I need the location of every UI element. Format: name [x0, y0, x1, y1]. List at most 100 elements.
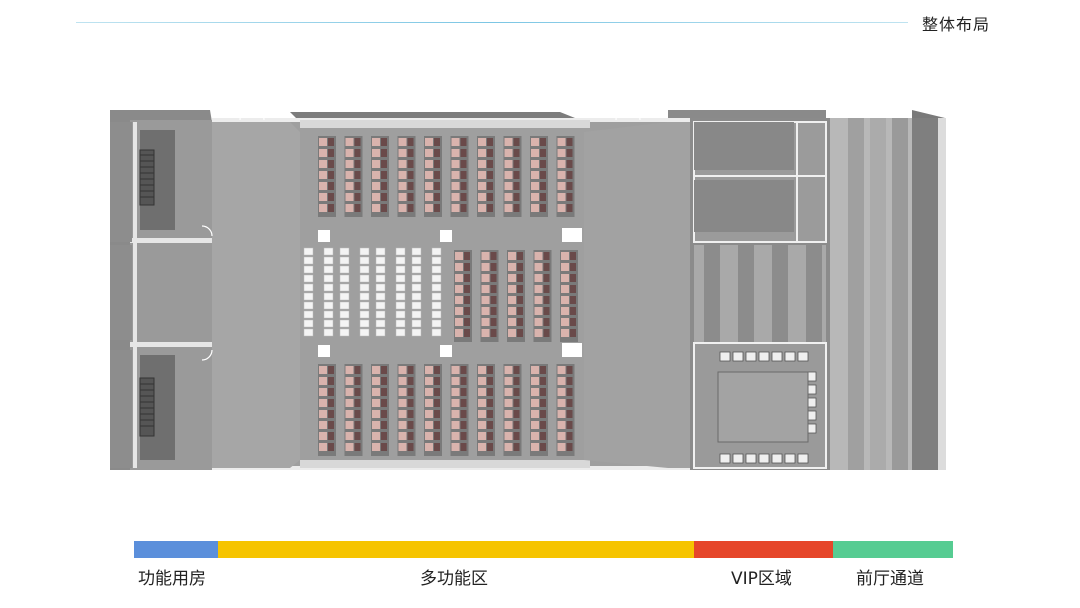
vip-chair [771, 351, 783, 362]
desk-row [371, 136, 389, 217]
lobby-corridor [830, 118, 946, 470]
multifunction-hall [201, 107, 690, 483]
desk-row [560, 250, 578, 342]
white-chair [411, 328, 422, 337]
white-chair [303, 328, 314, 337]
white-chair [375, 256, 386, 265]
desk-row [556, 136, 575, 217]
white-chair [339, 310, 350, 319]
white-chair [411, 283, 422, 292]
white-chair [323, 274, 334, 283]
white-chair [395, 256, 406, 265]
vip-chair [758, 351, 770, 362]
desk-row [480, 250, 499, 342]
vip-chair [771, 453, 783, 464]
stair-left-top [139, 149, 155, 206]
vip-chair [745, 351, 757, 362]
white-chair [431, 301, 442, 310]
white-chair [395, 247, 406, 256]
white-chair [339, 274, 350, 283]
desk-row [397, 364, 416, 456]
desk-row [424, 136, 442, 217]
white-chair [303, 283, 314, 292]
desk-row [318, 136, 336, 217]
white-chair [411, 274, 422, 283]
white-chair [411, 301, 422, 310]
white-chair [359, 256, 370, 265]
desk-row [503, 364, 522, 456]
white-chair [303, 292, 314, 301]
zone-label-lobby: 前厅通道 [856, 569, 924, 589]
floor-plan [110, 107, 946, 483]
zone-bar-lobby [833, 541, 953, 558]
white-chair [375, 247, 386, 256]
desk-row [530, 364, 548, 456]
white-chair [359, 328, 370, 337]
white-chair [395, 319, 406, 328]
vip-chair [732, 453, 744, 464]
white-chair [359, 265, 370, 274]
zone-bar-function-rooms [134, 541, 218, 558]
desk-row [477, 364, 495, 456]
white-chair [431, 328, 442, 337]
function-rooms-area [110, 120, 212, 470]
white-chair [395, 301, 406, 310]
zone-bar-vip [694, 541, 833, 558]
white-chair [359, 247, 370, 256]
white-chair [431, 310, 442, 319]
white-chair [323, 256, 334, 265]
white-chair [411, 247, 422, 256]
white-chair [359, 283, 370, 292]
white-chair [375, 301, 386, 310]
desk-row [450, 364, 469, 456]
zone-bar-multifunction [218, 541, 694, 558]
white-chair [323, 319, 334, 328]
white-chair [359, 301, 370, 310]
vip-chair [797, 453, 809, 464]
white-chair [323, 283, 334, 292]
white-chair [339, 247, 350, 256]
vip-chair [758, 453, 770, 464]
white-chair [395, 310, 406, 319]
vip-chair [797, 351, 809, 362]
white-chair [411, 310, 422, 319]
desk-row [533, 250, 552, 342]
vip-chair [784, 351, 796, 362]
white-chair [339, 301, 350, 310]
zone-label-function-rooms: 功能用房 [138, 569, 206, 589]
stair-left-bottom [139, 377, 155, 437]
desk-row [371, 364, 389, 456]
white-chair [323, 292, 334, 301]
seating-area [303, 136, 578, 456]
desk-row [424, 364, 442, 456]
white-chair [359, 274, 370, 283]
vip-chair [719, 351, 731, 362]
zone-label-vip: VIP区域 [731, 569, 792, 589]
white-chair [431, 274, 442, 283]
desk-row [454, 250, 472, 342]
white-chair [411, 292, 422, 301]
zone-label-multifunction: 多功能区 [420, 569, 488, 589]
vip-area [690, 118, 830, 470]
white-chair [375, 292, 386, 301]
white-chair [359, 292, 370, 301]
desk-row [397, 136, 416, 217]
white-chair [411, 256, 422, 265]
desk-row [556, 364, 575, 456]
header-divider-line [76, 22, 908, 23]
white-chair [323, 265, 334, 274]
vip-chairs [717, 351, 817, 464]
white-chair [339, 319, 350, 328]
white-chair [431, 292, 442, 301]
desk-row [450, 136, 469, 217]
desk-row [530, 136, 548, 217]
desk-row [344, 136, 363, 217]
white-chair [303, 301, 314, 310]
white-chair [303, 310, 314, 319]
white-chair [339, 328, 350, 337]
white-chair [339, 283, 350, 292]
vip-chair [719, 453, 731, 464]
vip-chair [745, 453, 757, 464]
white-chair [395, 274, 406, 283]
white-chair [339, 292, 350, 301]
